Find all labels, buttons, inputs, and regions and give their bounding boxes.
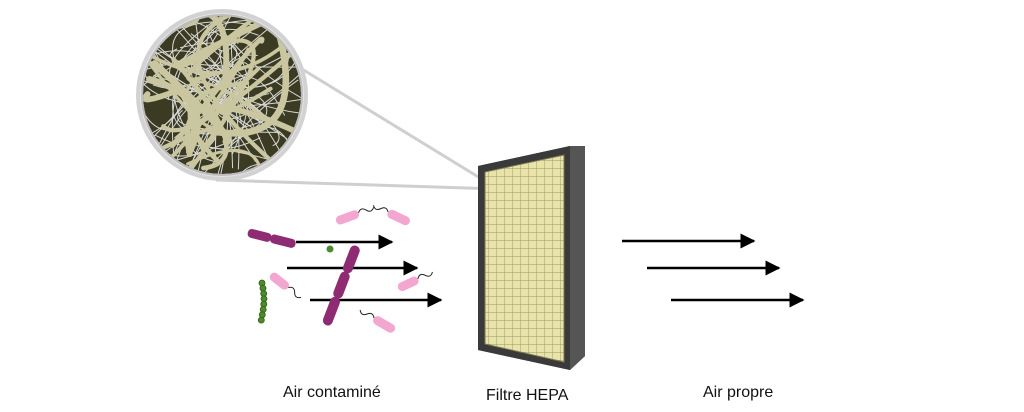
- rod-bacteria-icon: [247, 228, 360, 326]
- cocci-chain-icon: [257, 245, 334, 324]
- clean-air-arrows: [622, 233, 805, 308]
- contaminated-air-label: Air contaminé: [283, 384, 381, 401]
- magnified-fiber-icon: [136, 9, 308, 181]
- hepa-filter-icon: [478, 146, 585, 370]
- clean-air-label: Air propre: [703, 384, 774, 401]
- flagellated-bacteria-icon: [269, 205, 433, 333]
- hepa-filter-label: Filtre HEPA: [486, 387, 569, 404]
- zoom-lines: [215, 64, 499, 191]
- contaminated-air-arrows: [287, 234, 443, 308]
